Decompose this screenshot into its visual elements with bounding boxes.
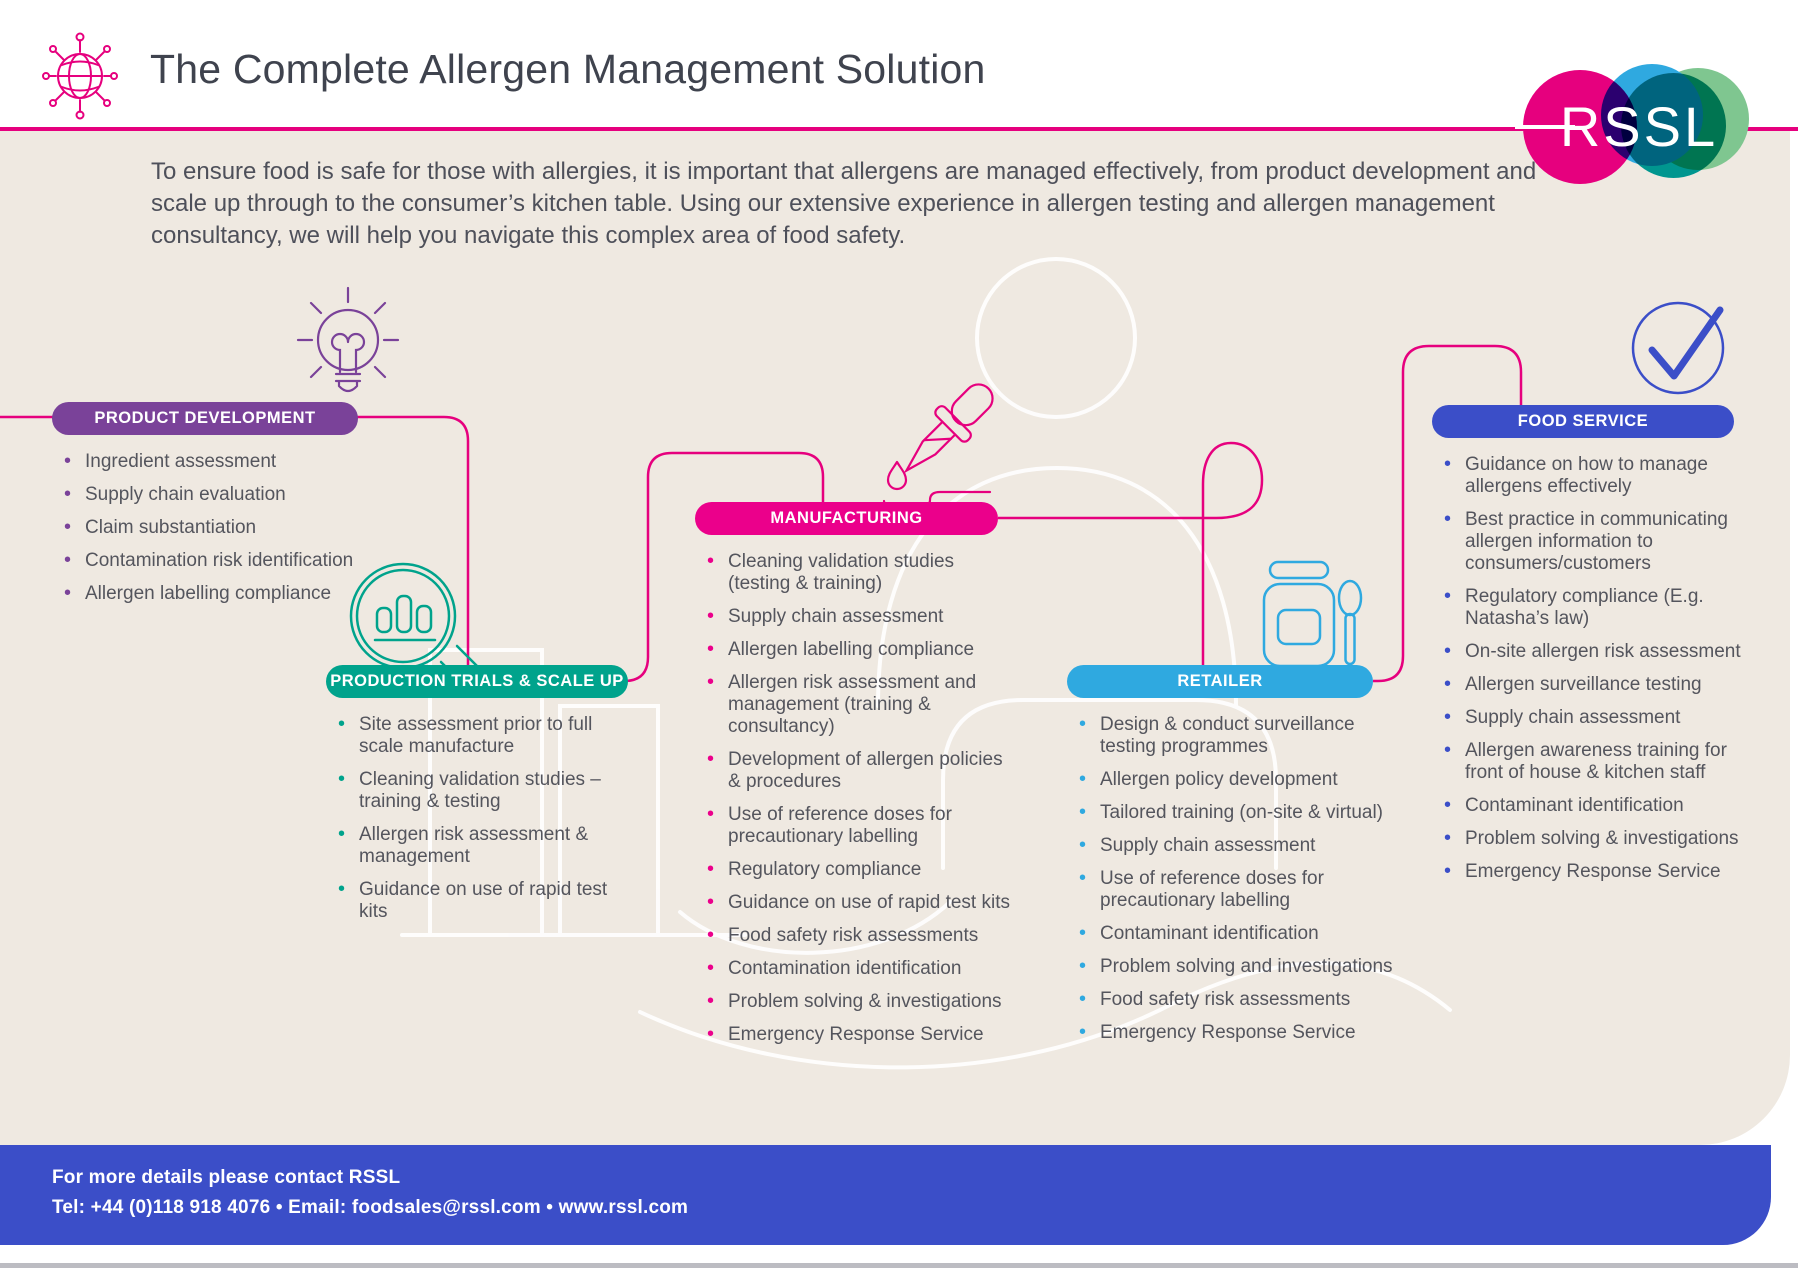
list-item: Contaminant identification — [1077, 922, 1402, 945]
rssl-logo: RSSL — [1515, 58, 1765, 203]
list-item: Contaminant identification — [1442, 794, 1757, 817]
list-item: Use of reference doses for precautionary… — [1077, 867, 1402, 912]
footer-bar: For more details please contact RSSL Tel… — [0, 1145, 1771, 1245]
list-item: Allergen risk assessment and management … — [705, 671, 1015, 738]
list-item: Tailored training (on-site & virtual) — [1077, 801, 1402, 824]
list-item: Development of allergen policies & proce… — [705, 748, 1015, 793]
list-item: Design & conduct surveillance testing pr… — [1077, 713, 1402, 758]
list-item: Guidance on use of rapid test kits — [705, 891, 1015, 914]
list-item: Problem solving & investigations — [1442, 827, 1757, 850]
section-manufacturing: MANUFACTURING Cleaning validation studie… — [695, 502, 1015, 1057]
header-divider — [0, 127, 1798, 131]
list-item: Supply chain assessment — [1442, 706, 1757, 729]
list-item: Best practice in communicating allergen … — [1442, 508, 1757, 575]
section-food-service: FOOD SERVICE Guidance on how to manage a… — [1432, 405, 1757, 894]
intro-paragraph: To ensure food is safe for those with al… — [151, 158, 1537, 249]
list-item: Emergency Response Service — [1442, 860, 1757, 883]
list-item: Allergen labelling compliance — [62, 582, 392, 605]
logo-rule — [1515, 125, 1575, 129]
list-item: Supply chain assessment — [1077, 834, 1402, 857]
list-item: Emergency Response Service — [1077, 1021, 1402, 1044]
section-production-trials: PRODUCTION TRIALS & SCALE UP Site assess… — [326, 665, 628, 934]
section-pill-food-service: FOOD SERVICE — [1432, 405, 1734, 438]
section-pill-production-trials: PRODUCTION TRIALS & SCALE UP — [326, 665, 628, 698]
list-item: Contamination identification — [705, 957, 1015, 980]
list-item: Regulatory compliance (E.g. Natasha’s la… — [1442, 585, 1757, 630]
section-pill-retailer: RETAILER — [1067, 665, 1373, 698]
list-item: Allergen policy development — [1077, 768, 1402, 791]
list-item: On-site allergen risk assessment — [1442, 640, 1757, 663]
section-pill-product-development: PRODUCT DEVELOPMENT — [52, 402, 358, 435]
list-item: Problem solving & investigations — [705, 990, 1015, 1013]
page-bottom-edge — [0, 1263, 1798, 1268]
logo-wordmark: RSSL — [1559, 95, 1719, 158]
list-item: Allergen awareness training for front of… — [1442, 739, 1757, 784]
list-item: Guidance on use of rapid test kits — [336, 878, 611, 923]
header: The Complete Allergen Management Solutio… — [0, 0, 1798, 127]
footer-contact-heading: For more details please contact RSSL — [52, 1167, 401, 1188]
section-pill-manufacturing: MANUFACTURING — [695, 502, 998, 535]
list-item: Allergen surveillance testing — [1442, 673, 1757, 696]
section-list-manufacturing: Cleaning validation studies (testing & t… — [705, 550, 1015, 1046]
list-item: Emergency Response Service — [705, 1023, 1015, 1046]
section-list-retailer: Design & conduct surveillance testing pr… — [1077, 713, 1402, 1044]
list-item: Food safety risk assessments — [705, 924, 1015, 947]
list-item: Site assessment prior to full scale manu… — [336, 713, 611, 758]
section-list-food-service: Guidance on how to manage allergens effe… — [1442, 453, 1757, 883]
list-item: Guidance on how to manage allergens effe… — [1442, 453, 1757, 498]
list-item: Cleaning validation studies (testing & t… — [705, 550, 1015, 595]
list-item: Problem solving and investigations — [1077, 955, 1402, 978]
section-retailer: RETAILER Design & conduct surveillance t… — [1067, 665, 1402, 1055]
list-item: Claim substantiation — [62, 516, 392, 539]
section-product-development: PRODUCT DEVELOPMENT Ingredient assessmen… — [52, 402, 392, 616]
list-item: Regulatory compliance — [705, 858, 1015, 881]
list-item: Allergen labelling compliance — [705, 638, 1015, 661]
list-item: Use of reference doses for precautionary… — [705, 803, 1015, 848]
list-item: Allergen risk assessment & management — [336, 823, 611, 868]
footer-contact-details: Tel: +44 (0)118 918 4076 • Email: foodsa… — [52, 1197, 689, 1218]
list-item: Cleaning validation studies – training &… — [336, 768, 611, 813]
list-item: Food safety risk assessments — [1077, 988, 1402, 1011]
logo-circle-teal — [1621, 73, 1726, 178]
list-item: Supply chain assessment — [705, 605, 1015, 628]
page-title: The Complete Allergen Management Solutio… — [150, 46, 986, 92]
section-list-production-trials: Site assessment prior to full scale manu… — [336, 713, 611, 923]
list-item: Contamination risk identification — [62, 549, 392, 572]
list-item: Supply chain evaluation — [62, 483, 392, 506]
list-item: Ingredient assessment — [62, 450, 392, 473]
section-list-product-development: Ingredient assessmentSupply chain evalua… — [62, 450, 392, 605]
globe-network-icon — [42, 32, 118, 120]
